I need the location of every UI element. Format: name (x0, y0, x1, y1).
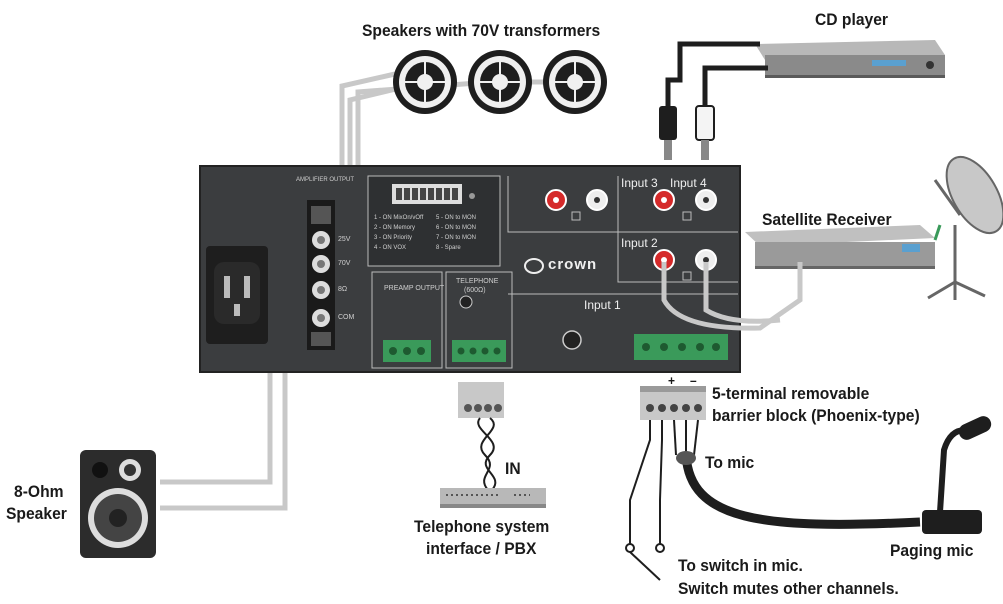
paging-mic-icon (922, 416, 992, 534)
switch-label-line1: To switch in mic. (678, 556, 803, 575)
switch-label-line2: Switch mutes other channels. (678, 579, 899, 598)
rca-plug-black (659, 106, 677, 160)
dip-switch-item: 2 - ON Memory (374, 225, 416, 231)
amplifier-output-text: AMPLIFIER OUTPUT (296, 177, 355, 183)
satellite-audio-cables (661, 262, 803, 331)
pbx-interface-icon (440, 488, 546, 508)
dip-switch-item: 1 - ON MixOn/vOff (374, 215, 424, 221)
terminal-com-text: COM (338, 314, 355, 321)
mic-cable (676, 451, 921, 529)
eight-ohm-label-line1: 8-Ohm (14, 482, 64, 501)
dip-switch-item: 3 - ON Priority (374, 235, 413, 241)
telephone-input-box (445, 271, 513, 369)
input-1-label: Input 1 (584, 298, 621, 312)
amplifier-output-terminals (307, 200, 335, 350)
dip-switch-item: 6 - ON to MON (436, 225, 477, 231)
switch-icon (625, 543, 665, 581)
rca-plug-white (695, 105, 715, 160)
speaker-70v-2 (468, 50, 532, 114)
crown-logo (524, 258, 544, 274)
cd-player-icon (755, 40, 945, 78)
dip-switch-item: 7 - ON to MON (436, 235, 477, 241)
terminal-8ohm-text: 8Ω (338, 286, 348, 293)
input-4-label: Input 4 (670, 176, 707, 190)
dip-switch-item: 4 - ON VOX (374, 245, 407, 251)
telephone-label-line1: Telephone system (414, 517, 550, 536)
eight-ohm-label-line2: Speaker (6, 504, 67, 523)
terminal-plus-label: + (668, 373, 675, 388)
terminal-25v-text: 25V (338, 236, 351, 243)
satellite-receiver-icon (745, 225, 935, 269)
terminal-70v-text: 70V (338, 260, 351, 267)
speaker-70v-1 (393, 50, 457, 114)
mic-wires (629, 419, 699, 545)
preamp-output-box (371, 271, 443, 369)
terminal-label-line2: barrier block (Phoenix-type) (712, 406, 920, 425)
telephone-connector (458, 382, 504, 418)
crown-brand-text: crown (548, 256, 598, 273)
satellite-receiver-label: Satellite Receiver (762, 210, 892, 229)
telephone-sub-text: (600Ω) (464, 287, 486, 294)
satellite-dish-icon (927, 156, 1003, 300)
paging-mic-label: Paging mic (890, 541, 974, 560)
input-1-controls (562, 330, 728, 360)
phoenix-terminal-block (640, 386, 706, 420)
eight-ohm-speaker-icon (80, 450, 156, 558)
speakers-70v-label: Speakers with 70V transformers (362, 21, 601, 40)
in-label: IN (505, 459, 521, 478)
telephone-twisted-wire (477, 417, 497, 491)
dip-switch-item: 5 - ON to MON (436, 215, 477, 221)
dip-switch-item: 8 - Spare (436, 245, 461, 251)
telephone-header-text: TELEPHONE (456, 278, 499, 285)
input-section-frames (507, 176, 738, 295)
cd-audio-cables (665, 41, 768, 110)
power-inlet (206, 246, 268, 344)
speaker-70v-3 (543, 50, 607, 114)
terminal-minus-label: – (690, 373, 697, 388)
terminal-label-line1: 5-terminal removable (712, 384, 870, 403)
rca-jacks (545, 189, 717, 281)
dip-switch-section (367, 175, 501, 267)
cd-player-label: CD player (815, 10, 889, 29)
input-3-label: Input 3 (621, 176, 658, 190)
input-2-label: Input 2 (621, 236, 658, 250)
to-mic-label: To mic (705, 453, 755, 472)
preamp-output-text: PREAMP OUTPUT (384, 285, 445, 292)
telephone-label-line2: interface / PBX (426, 539, 537, 558)
